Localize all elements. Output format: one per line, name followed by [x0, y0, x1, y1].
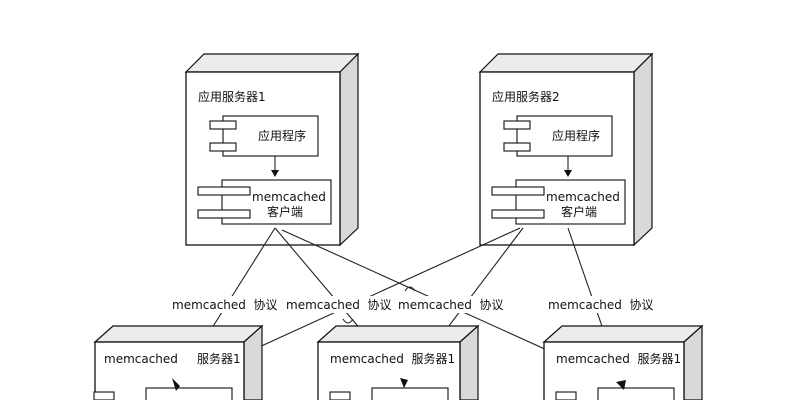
app-server-2-client-component: memcached 客户端 — [491, 179, 626, 225]
protocol-label-2: memcached 协议 — [286, 297, 392, 312]
arrow-head-icon — [616, 380, 626, 390]
protocol-labels: memcached 协议 memcached 协议 memcached 协议 m… — [170, 296, 654, 313]
app-server-1-client-component: memcached 客户端 — [197, 179, 332, 225]
app-server-1-node: 应用服务器1 应用程序 memcached 客户端 — [184, 52, 360, 247]
line-hop-icon — [342, 318, 354, 324]
app-server-1-client-label-1: memcached — [252, 190, 326, 204]
app-server-2-node: 应用服务器2 应用程序 memcached 客户端 — [478, 52, 654, 247]
memcached-server-2-title: memcached 服务器1 — [330, 351, 455, 366]
arrow-head-icon — [564, 170, 572, 177]
protocol-label-1: memcached 协议 — [172, 297, 278, 312]
memcached-server-3-title: memcached 服务器1 — [556, 351, 681, 366]
memcached-server-2-node: memcached 服务器1 — [316, 324, 480, 400]
protocol-label-3: memcached 协议 — [398, 297, 504, 312]
line-hop-icon — [404, 286, 416, 292]
memcached-server-1-node: memcached 服务器1 — [93, 324, 264, 400]
app-server-2-client-label-2: 客户端 — [561, 204, 597, 219]
memcached-server-1-title: memcached 服务器1 — [104, 351, 241, 366]
app-server-1-application-component: 应用程序 — [209, 115, 319, 157]
arrow-head-icon — [400, 378, 408, 388]
arrow-head-icon — [172, 378, 180, 391]
app-server-1-application-label: 应用程序 — [258, 128, 306, 143]
app-server-1-client-label-2: 客户端 — [267, 204, 303, 219]
app-server-2-application-label: 应用程序 — [552, 128, 600, 143]
app-server-2-application-component: 应用程序 — [503, 115, 613, 157]
protocol-label-4: memcached 协议 — [548, 297, 654, 312]
memcached-server-3-node: memcached 服务器1 — [542, 324, 704, 400]
app-server-2-client-label-1: memcached — [546, 190, 620, 204]
arrow-head-icon — [271, 170, 279, 177]
app-server-1-title: 应用服务器1 — [198, 89, 266, 104]
app-server-2-title: 应用服务器2 — [492, 89, 560, 104]
